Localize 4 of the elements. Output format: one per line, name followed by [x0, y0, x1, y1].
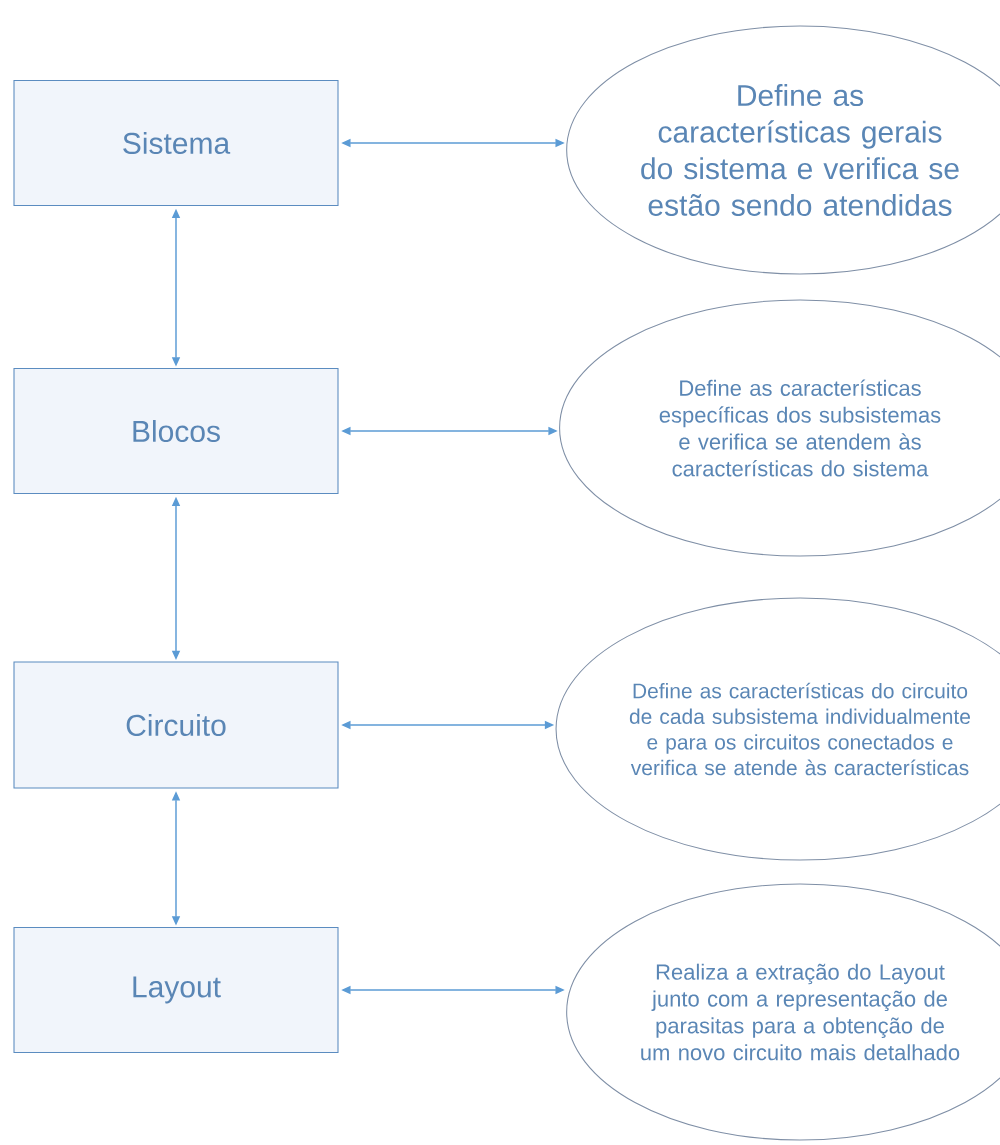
process-box: Layout	[13, 926, 339, 1054]
process-box: Sistema	[13, 79, 339, 207]
process-box: Circuito	[13, 661, 339, 789]
process-box: Blocos	[13, 367, 339, 495]
